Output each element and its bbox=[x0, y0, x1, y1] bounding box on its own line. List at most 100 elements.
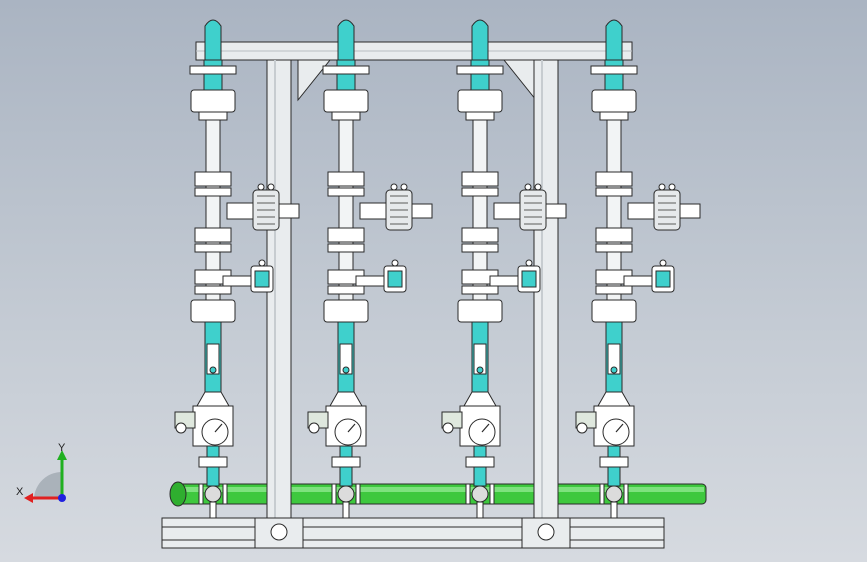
flange bbox=[327, 285, 365, 295]
side-valve-wheel bbox=[576, 422, 588, 434]
tee-fitting bbox=[605, 485, 623, 503]
upper-pipe-segment bbox=[470, 59, 490, 91]
valve-stem bbox=[359, 202, 387, 220]
flange bbox=[194, 187, 232, 197]
pump-line-2 bbox=[307, 19, 433, 519]
top-bend-pipe bbox=[605, 19, 623, 60]
top-bend-pipe bbox=[471, 19, 489, 60]
flange bbox=[331, 111, 361, 121]
flange bbox=[461, 227, 499, 243]
flange bbox=[327, 227, 365, 243]
actuator-motor bbox=[545, 203, 567, 219]
header-pipe-end-cap bbox=[169, 481, 187, 507]
frame-gusset bbox=[297, 59, 332, 102]
flange bbox=[461, 285, 499, 295]
flange bbox=[194, 285, 232, 295]
pipe-clamp bbox=[623, 483, 629, 505]
actuator-bolt bbox=[524, 183, 532, 191]
flange bbox=[595, 187, 633, 197]
gauge-needle bbox=[615, 423, 624, 433]
flange bbox=[595, 243, 633, 253]
pipe-clamp bbox=[355, 483, 361, 505]
check-valve bbox=[465, 456, 495, 468]
flow-meter-knob bbox=[476, 366, 484, 374]
sensor-stem bbox=[355, 275, 387, 287]
sensor-window bbox=[387, 270, 403, 288]
flange-stack bbox=[323, 299, 369, 323]
triad-y-label: Y bbox=[58, 442, 66, 454]
frame-gusset bbox=[502, 59, 537, 102]
sensor-stem bbox=[222, 275, 254, 287]
sensor-window bbox=[655, 270, 671, 288]
post-base-hole bbox=[537, 523, 555, 541]
header-pipe-highlight bbox=[176, 487, 704, 492]
flange bbox=[189, 65, 237, 75]
side-valve-wheel bbox=[175, 422, 187, 434]
flange-stack bbox=[190, 299, 236, 323]
flange bbox=[461, 243, 499, 253]
pump-line-3 bbox=[441, 19, 567, 519]
pipe-clamp bbox=[599, 483, 605, 505]
flow-meter-knob bbox=[209, 366, 217, 374]
side-valve-wheel bbox=[442, 422, 454, 434]
tee-drop bbox=[610, 501, 618, 519]
reducer-cone bbox=[329, 391, 363, 407]
upper-pipe-segment bbox=[336, 59, 356, 91]
flange bbox=[194, 243, 232, 253]
triad-y-arrow bbox=[57, 450, 67, 460]
pipe-clamp bbox=[222, 483, 228, 505]
sensor-bolt bbox=[258, 259, 266, 267]
gauge-needle bbox=[481, 423, 490, 433]
pump-line-4 bbox=[575, 19, 701, 519]
upper-pipe-segment bbox=[203, 59, 223, 91]
orientation-triad bbox=[24, 450, 67, 503]
flange bbox=[595, 227, 633, 243]
tee-fitting bbox=[337, 485, 355, 503]
flange-stack bbox=[323, 89, 369, 113]
sensor-stem bbox=[623, 275, 655, 287]
actuator-bolt bbox=[400, 183, 408, 191]
pipe-clamp bbox=[489, 483, 495, 505]
actuator-bolt bbox=[658, 183, 666, 191]
flow-meter-knob bbox=[610, 366, 618, 374]
flow-meter-knob bbox=[342, 366, 350, 374]
flange bbox=[595, 285, 633, 295]
tee-drop bbox=[476, 501, 484, 519]
flow-meter-display bbox=[206, 343, 220, 375]
pipe-clamp bbox=[465, 483, 471, 505]
gauge-needle bbox=[347, 423, 356, 433]
pipe-clamp bbox=[331, 483, 337, 505]
sensor-stem bbox=[489, 275, 521, 287]
flange bbox=[456, 65, 504, 75]
flow-meter-display bbox=[473, 343, 487, 375]
triad-plane bbox=[34, 471, 62, 498]
flange bbox=[327, 171, 365, 187]
flange-stack bbox=[591, 299, 637, 323]
flange bbox=[461, 187, 499, 197]
flange-stack bbox=[457, 299, 503, 323]
flange bbox=[327, 243, 365, 253]
top-bend-pipe bbox=[337, 19, 355, 60]
pump-line-1 bbox=[174, 19, 300, 519]
actuator-bolt bbox=[267, 183, 275, 191]
tee-fitting bbox=[471, 485, 489, 503]
flange bbox=[327, 187, 365, 197]
flange bbox=[465, 111, 495, 121]
check-valve bbox=[198, 456, 228, 468]
check-valve bbox=[331, 456, 361, 468]
sensor-window bbox=[521, 270, 537, 288]
flange bbox=[194, 227, 232, 243]
reducer-cone bbox=[463, 391, 497, 407]
flange bbox=[198, 111, 228, 121]
upper-pipe-segment bbox=[604, 59, 624, 91]
check-valve bbox=[599, 456, 629, 468]
triad-z-axis bbox=[58, 494, 66, 502]
sensor-bolt bbox=[659, 259, 667, 267]
tee-drop bbox=[209, 501, 217, 519]
valve-stem bbox=[627, 202, 655, 220]
sensor-window bbox=[254, 270, 270, 288]
reducer-cone bbox=[597, 391, 631, 407]
actuator-motor bbox=[679, 203, 701, 219]
